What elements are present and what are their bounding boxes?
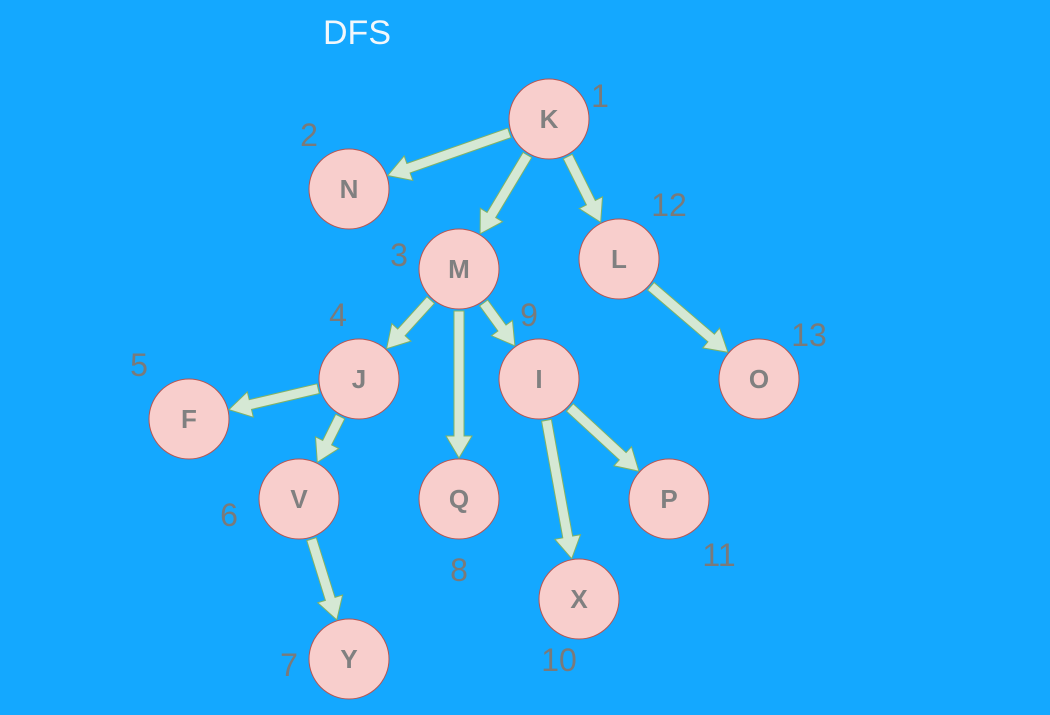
edge-arrow-k-n xyxy=(386,127,512,182)
node-label: J xyxy=(352,364,366,394)
node-label: Y xyxy=(340,644,357,674)
visit-order-label: 10 xyxy=(541,642,577,678)
edge-arrow-m-j xyxy=(385,295,436,350)
node-label: L xyxy=(611,244,627,274)
node-o: O 13 xyxy=(718,317,827,420)
node-label: K xyxy=(540,104,559,134)
node-circle xyxy=(718,338,800,420)
edge-arrow-i-x xyxy=(541,418,582,560)
node-x: X 10 xyxy=(538,558,620,678)
node-label: I xyxy=(535,364,542,394)
node-i: I9 xyxy=(498,297,580,420)
node-circle xyxy=(318,338,400,420)
node-label: X xyxy=(570,584,588,614)
node-label: F xyxy=(181,404,197,434)
visit-order-label: 1 xyxy=(591,78,609,114)
visit-order-label: 11 xyxy=(702,537,735,573)
edge-arrow-k-l xyxy=(562,153,604,224)
visit-order-label: 6 xyxy=(220,497,238,533)
edge-arrow-j-v xyxy=(314,413,346,464)
node-label: O xyxy=(749,364,769,394)
visit-order-label: 3 xyxy=(390,237,408,273)
node-l: L 12 xyxy=(578,187,687,300)
visit-order-label: 12 xyxy=(651,187,687,223)
visit-order-label: 7 xyxy=(280,647,298,683)
edge-arrow-m-i xyxy=(479,299,516,347)
node-label: P xyxy=(660,484,677,514)
visit-order-label: 5 xyxy=(130,347,148,383)
edge-arrow-k-m xyxy=(479,151,533,235)
node-p: P 11 xyxy=(628,458,736,573)
node-m: M3 xyxy=(390,228,500,310)
visit-order-label: 13 xyxy=(791,317,827,353)
edge-arrow-m-q xyxy=(445,310,473,459)
node-circle xyxy=(308,148,390,230)
node-circle xyxy=(308,618,390,700)
edge-arrow-j-f xyxy=(227,383,320,418)
visit-order-label: 9 xyxy=(520,297,538,333)
node-label: M xyxy=(448,254,470,284)
diagram-title: DFS xyxy=(323,14,391,52)
node-f: F5 xyxy=(130,347,230,460)
node-j: J4 xyxy=(318,297,400,420)
node-label: V xyxy=(290,484,308,514)
node-circle xyxy=(418,458,500,540)
edges-layer xyxy=(227,127,729,621)
node-circle xyxy=(578,218,660,300)
node-circle xyxy=(508,78,590,160)
visit-order-label: 8 xyxy=(450,552,468,588)
node-circle xyxy=(538,558,620,640)
node-k: K1 xyxy=(508,78,609,160)
node-circle xyxy=(418,228,500,310)
edge-arrow-v-y xyxy=(306,536,344,621)
visit-order-label: 4 xyxy=(329,297,347,333)
node-circle xyxy=(628,458,710,540)
node-label: Q xyxy=(449,484,469,514)
node-q: Q8 xyxy=(418,458,500,588)
visit-order-label: 2 xyxy=(300,117,318,153)
node-circle xyxy=(498,338,580,420)
node-circle xyxy=(258,458,340,540)
edge-arrow-i-p xyxy=(565,403,640,472)
node-y: Y7 xyxy=(280,618,390,700)
node-v: V6 xyxy=(220,458,340,540)
edge-arrow-l-o xyxy=(646,281,729,353)
node-label: N xyxy=(340,174,359,204)
node-n: N2 xyxy=(300,117,390,230)
node-circle xyxy=(148,378,230,460)
